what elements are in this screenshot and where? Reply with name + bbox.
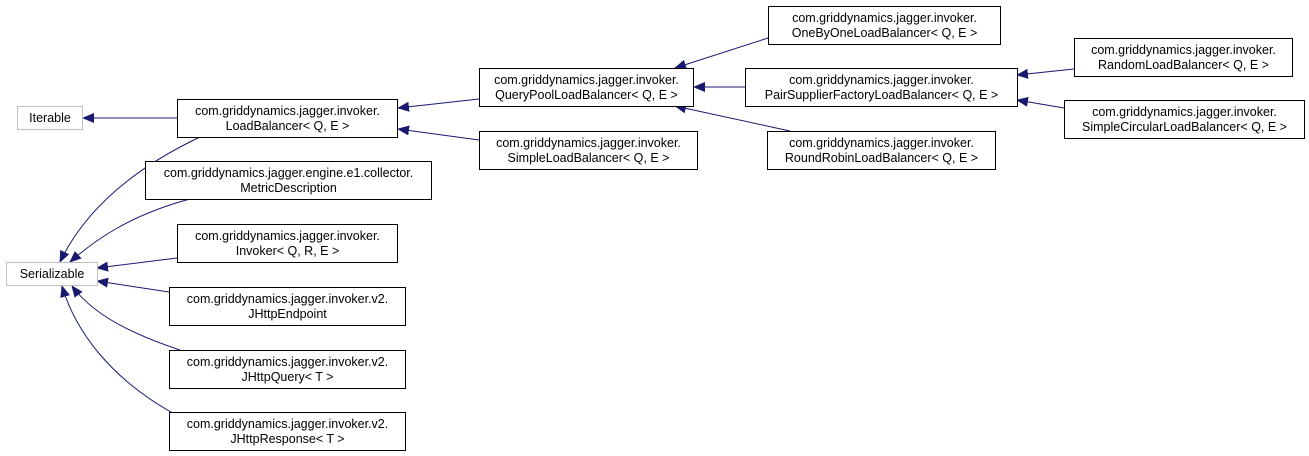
class-node-pair-supplier-factory-load-balancer[interactable]: com.griddynamics.jagger.invoker.PairSupp… — [745, 68, 1018, 107]
class-name-label: JHttpEndpoint — [248, 307, 327, 321]
class-node-box — [177, 99, 398, 138]
class-node-box — [17, 106, 83, 130]
class-node-box — [1074, 38, 1293, 77]
class-name-label: JHttpQuery< T > — [242, 370, 334, 384]
inheritance-arrow-jhttp-endpoint-to-serializable — [96, 277, 170, 293]
class-node-metric-description[interactable]: com.griddynamics.jagger.engine.e1.collec… — [145, 161, 432, 200]
class-name-label: OneByOneLoadBalancer< Q, E > — [792, 26, 978, 40]
class-package-label: com.griddynamics.jagger.invoker. — [792, 11, 977, 25]
class-package-label: com.griddynamics.jagger.invoker.v2. — [187, 417, 388, 431]
class-package-label: com.griddynamics.jagger.invoker. — [789, 136, 974, 150]
class-name-label: SimpleLoadBalancer< Q, E > — [508, 151, 670, 165]
class-node-iterable[interactable]: Iterable — [17, 106, 83, 130]
class-name-label: QueryPoolLoadBalancer< Q, E > — [495, 88, 678, 102]
class-node-query-pool-load-balancer[interactable]: com.griddynamics.jagger.invoker.QueryPoo… — [479, 68, 694, 107]
class-node-box — [177, 224, 398, 263]
class-name-label: Iterable — [29, 111, 71, 125]
class-node-box — [479, 68, 694, 107]
class-name-label: SimpleCircularLoadBalancer< Q, E > — [1082, 120, 1287, 134]
inheritance-arrow-jhttp-response-to-serializable — [60, 285, 181, 418]
class-name-label: LoadBalancer< Q, E > — [226, 119, 350, 133]
class-package-label: com.griddynamics.jagger.invoker.v2. — [187, 292, 388, 306]
class-package-label: com.griddynamics.jagger.invoker. — [789, 73, 974, 87]
class-name-label: Invoker< Q, R, E > — [236, 244, 340, 258]
class-node-box — [169, 412, 406, 451]
class-node-box — [768, 6, 1001, 45]
class-package-label: com.griddynamics.jagger.invoker. — [1092, 105, 1277, 119]
inheritance-arrow-metric-description-to-serializable — [69, 198, 191, 263]
class-node-jhttp-query[interactable]: com.griddynamics.jagger.invoker.v2.JHttp… — [169, 350, 406, 389]
inheritance-edges — [59, 37, 1075, 418]
class-name-label: PairSupplierFactoryLoadBalancer< Q, E > — [765, 88, 998, 102]
inheritance-arrow-one-by-one-load-balancer-to-query-pool-load-balancer — [674, 37, 769, 70]
inheritance-arrow-simple-load-balancer-to-load-balancer — [397, 125, 480, 141]
class-node-serializable[interactable]: Serializable — [6, 262, 98, 286]
class-name-label: RoundRobinLoadBalancer< Q, E > — [785, 151, 978, 165]
class-name-label: JHttpResponse< T > — [230, 432, 344, 446]
inheritance-arrow-jhttp-query-to-serializable — [71, 285, 181, 351]
class-node-box — [745, 68, 1018, 107]
class-node-box — [6, 262, 98, 286]
class-node-box — [479, 131, 698, 170]
class-package-label: com.griddynamics.jagger.invoker. — [494, 73, 679, 87]
class-node-box — [169, 287, 406, 326]
class-package-label: com.griddynamics.jagger.invoker. — [496, 136, 681, 150]
class-node-load-balancer[interactable]: com.griddynamics.jagger.invoker.LoadBala… — [177, 99, 398, 138]
inheritance-arrow-query-pool-load-balancer-to-load-balancer — [397, 98, 480, 112]
class-package-label: com.griddynamics.jagger.invoker. — [195, 104, 380, 118]
inheritance-arrow-round-robin-load-balancer-to-query-pool-load-balancer — [674, 103, 791, 132]
class-node-round-robin-load-balancer[interactable]: com.griddynamics.jagger.invoker.RoundRob… — [767, 131, 996, 170]
class-package-label: com.griddynamics.jagger.engine.e1.collec… — [164, 166, 413, 180]
class-name-label: Serializable — [20, 267, 85, 281]
inheritance-arrow-invoker-to-serializable — [96, 257, 178, 272]
class-node-random-load-balancer[interactable]: com.griddynamics.jagger.invoker.RandomLo… — [1074, 38, 1293, 77]
class-node-one-by-one-load-balancer[interactable]: com.griddynamics.jagger.invoker.OneByOne… — [768, 6, 1001, 45]
class-package-label: com.griddynamics.jagger.invoker. — [1091, 43, 1276, 57]
inheritance-arrow-random-load-balancer-to-pair-supplier-factory-load-balancer — [1016, 68, 1075, 79]
class-node-box — [145, 161, 432, 200]
class-node-simple-circular-load-balancer[interactable]: com.griddynamics.jagger.invoker.SimpleCi… — [1064, 100, 1305, 139]
inheritance-arrow-load-balancer-to-serializable — [59, 136, 201, 263]
class-name-label: RandomLoadBalancer< Q, E > — [1098, 58, 1269, 72]
class-name-label: MetricDescription — [240, 181, 337, 195]
class-node-box — [767, 131, 996, 170]
class-node-jhttp-endpoint[interactable]: com.griddynamics.jagger.invoker.v2.JHttp… — [169, 287, 406, 326]
class-node-invoker[interactable]: com.griddynamics.jagger.invoker.Invoker<… — [177, 224, 398, 263]
class-node-simple-load-balancer[interactable]: com.griddynamics.jagger.invoker.SimpleLo… — [479, 131, 698, 170]
class-node-box — [169, 350, 406, 389]
class-package-label: com.griddynamics.jagger.invoker.v2. — [187, 355, 388, 369]
class-node-box — [1064, 100, 1305, 139]
class-package-label: com.griddynamics.jagger.invoker. — [195, 229, 380, 243]
class-node-jhttp-response[interactable]: com.griddynamics.jagger.invoker.v2.JHttp… — [169, 412, 406, 451]
inheritance-arrow-simple-circular-load-balancer-to-pair-supplier-factory-load-balancer — [1016, 96, 1065, 109]
